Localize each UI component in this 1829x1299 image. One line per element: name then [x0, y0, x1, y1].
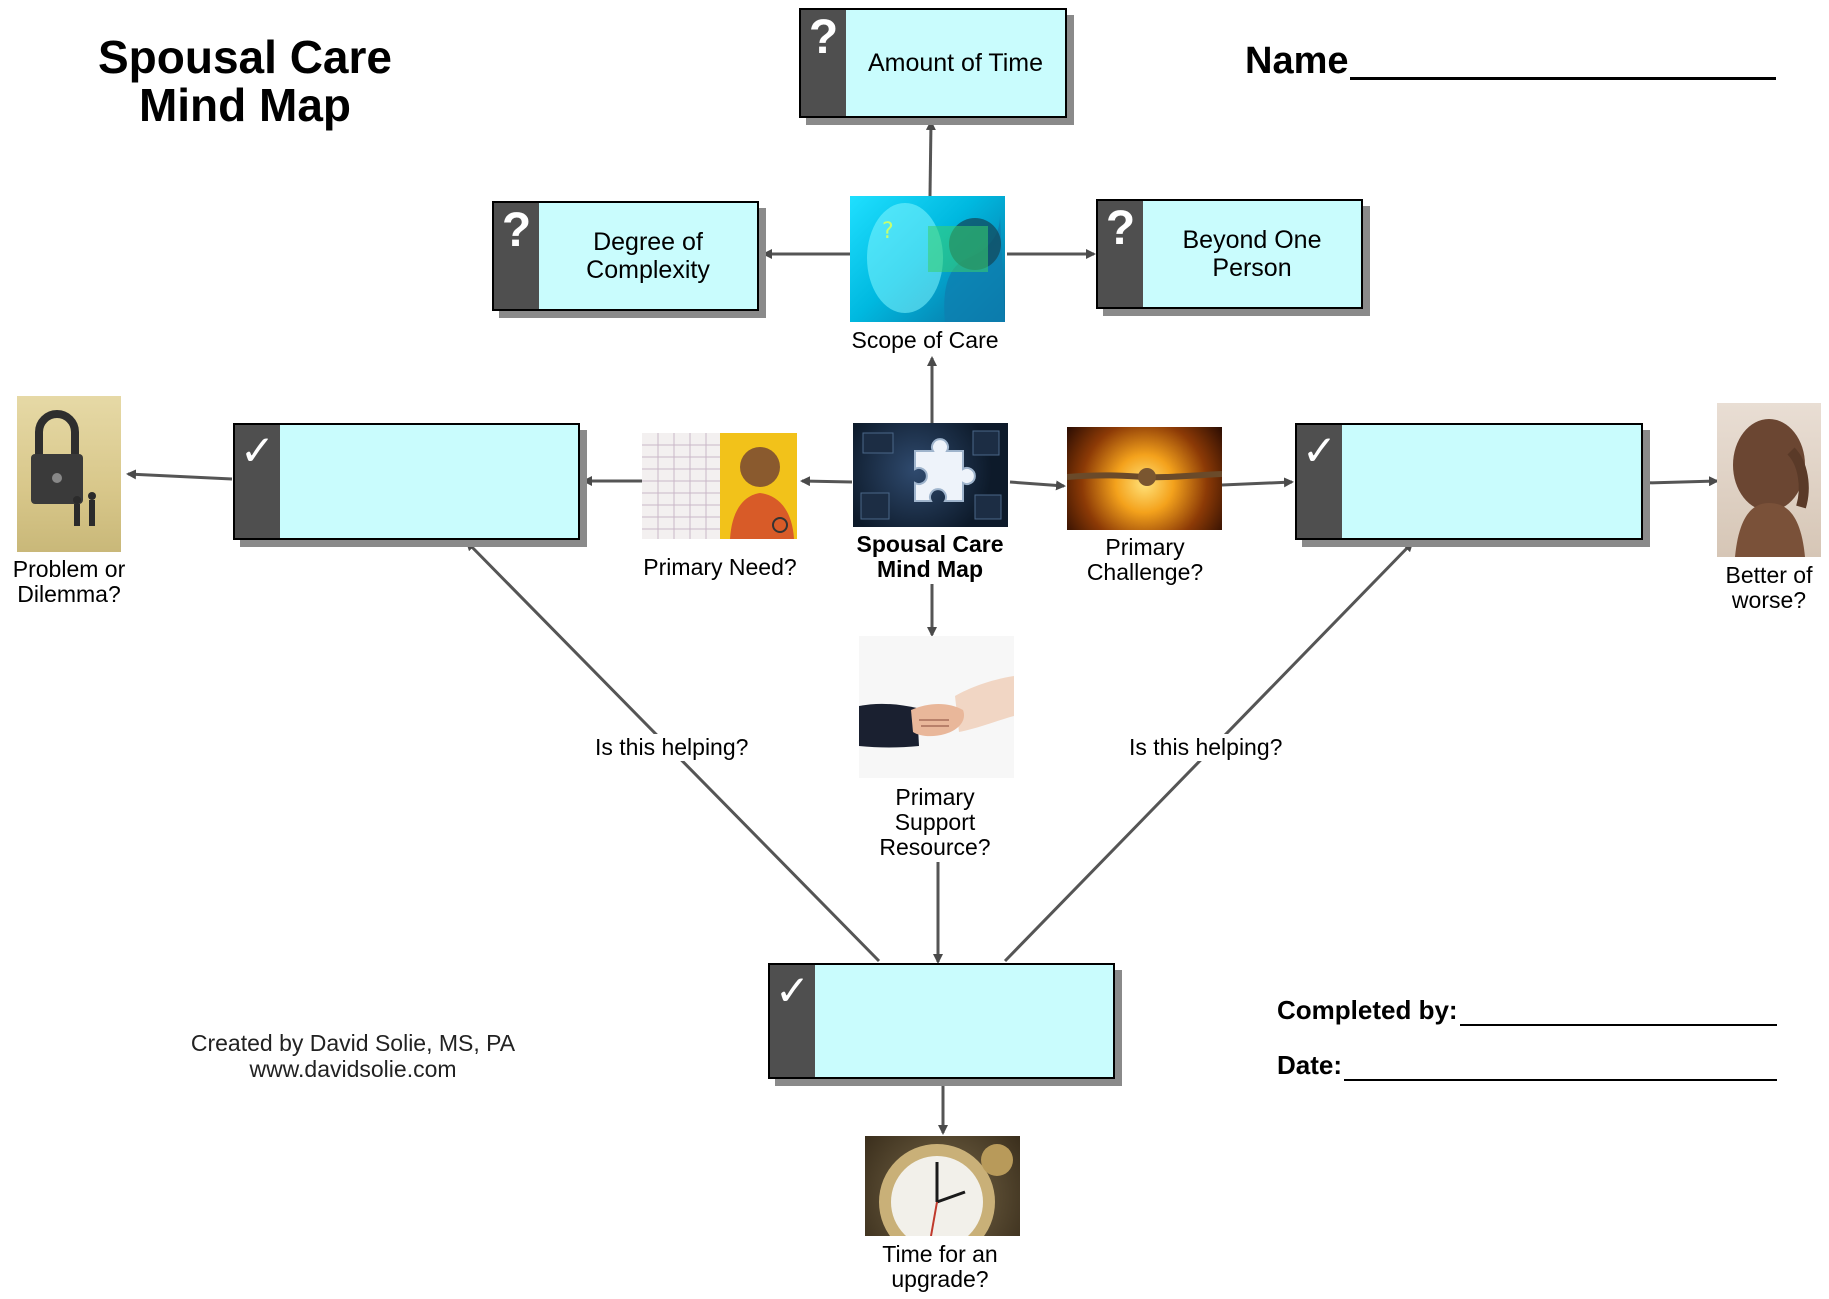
scope-of-care-image: ? [850, 196, 1005, 322]
caption-problem-line2: Dilemma? [17, 581, 121, 607]
node-upgrade-box[interactable]: ✓ [768, 963, 1115, 1079]
checkmark-icon: ✓ [239, 427, 276, 474]
problem-dilemma-image [17, 396, 121, 552]
node-beyond-line1: Beyond One [1182, 226, 1322, 254]
primary-need-image [642, 433, 797, 539]
caption-primary-need: Primary Need? [643, 554, 797, 580]
caption-better-worse-line1: Better of [1725, 562, 1813, 588]
caption-better-worse: Better of worse? [1700, 563, 1829, 613]
node-complexity-line2: Complexity [586, 256, 710, 284]
caption-center-line2: Mind Map [876, 556, 984, 582]
author-credit: Created by David Solie, MS, PA www.david… [143, 1030, 563, 1082]
svg-text:?: ? [882, 219, 894, 244]
caption-problem-line1: Problem or [12, 556, 126, 582]
node-complexity-line1: Degree of [593, 228, 703, 256]
checkmark-icon: ✓ [1301, 427, 1338, 474]
checkmark-icon: ✓ [774, 967, 811, 1014]
caption-better-worse-line2: worse? [1731, 587, 1807, 613]
arrow-center-to-need [800, 476, 853, 487]
node-beyond-line2: Person [1212, 254, 1292, 282]
page-title: Spousal Care Mind Map [35, 33, 455, 129]
name-input-line[interactable] [1350, 77, 1776, 80]
node-problem-box-input[interactable] [280, 425, 578, 538]
date-label: Date: [1277, 1050, 1343, 1080]
node-degree-of-complexity[interactable]: ? Degree of Complexity [492, 201, 759, 311]
primary-challenge-image [1067, 427, 1222, 530]
arrow-center-to-challenge [1009, 480, 1066, 491]
caption-support-line2: Support [894, 809, 976, 835]
arrow-scope-to-time [925, 120, 936, 197]
check-side-bar: ✓ [1297, 425, 1342, 538]
time-for-upgrade-image [865, 1136, 1020, 1236]
date-line[interactable] [1344, 1055, 1777, 1081]
author-credit-url: www.davidsolie.com [249, 1056, 457, 1082]
completed-by-label: Completed by: [1277, 995, 1458, 1025]
caption-center: Spousal Care Mind Map [830, 532, 1030, 582]
arrow-challenge-to-box [1221, 477, 1294, 488]
question-side-bar: ? [1098, 201, 1143, 307]
arrow-box-to-worse [1644, 476, 1719, 487]
caption-center-line1: Spousal Care [856, 531, 1004, 557]
caption-challenge-line2: Challenge? [1086, 559, 1204, 585]
caption-support: Primary Support Resource? [860, 785, 1010, 860]
page-title-line1: Spousal Care [98, 31, 392, 83]
arrow-box-to-problem [126, 469, 233, 481]
caption-scope-of-care: Scope of Care [851, 327, 999, 353]
node-challenge-box-input[interactable] [1342, 425, 1641, 538]
name-label: Name [1245, 40, 1349, 82]
page-title-line2: Mind Map [138, 79, 352, 131]
node-upgrade-box-input[interactable] [815, 965, 1113, 1077]
question-mark-icon: ? [501, 204, 532, 257]
caption-support-line1: Primary [895, 784, 975, 810]
author-credit-line1: Created by David Solie, MS, PA [190, 1030, 516, 1056]
completed-by-field[interactable]: Completed by: [1277, 995, 1777, 1026]
caption-challenge-line1: Primary [1105, 534, 1185, 560]
node-amount-of-time-label: Amount of Time [867, 49, 1044, 77]
edge-label-right: Is this helping? [1127, 734, 1285, 761]
better-or-worse-image [1717, 403, 1821, 557]
edge-label-left: Is this helping? [593, 734, 751, 761]
caption-upgrade-line2: upgrade? [891, 1266, 989, 1292]
check-side-bar: ✓ [235, 425, 280, 538]
check-side-bar: ✓ [770, 965, 815, 1077]
caption-upgrade: Time for an upgrade? [860, 1242, 1020, 1292]
primary-support-image [859, 636, 1014, 778]
node-amount-of-time[interactable]: ? Amount of Time [799, 8, 1067, 118]
caption-upgrade-line1: Time for an [882, 1241, 998, 1267]
node-problem-box[interactable]: ✓ [233, 423, 580, 540]
question-side-bar: ? [494, 203, 539, 309]
caption-primary-challenge: Primary Challenge? [1045, 535, 1245, 585]
caption-support-line3: Resource? [879, 834, 991, 860]
center-puzzle-image [853, 423, 1008, 527]
question-side-bar: ? [801, 10, 846, 116]
question-mark-icon: ? [1105, 202, 1136, 255]
caption-problem: Problem or Dilemma? [0, 557, 138, 607]
date-field[interactable]: Date: [1277, 1050, 1777, 1081]
node-challenge-box[interactable]: ✓ [1295, 423, 1643, 540]
completed-by-line[interactable] [1459, 1000, 1777, 1026]
node-beyond-one-person[interactable]: ? Beyond One Person [1096, 199, 1363, 309]
question-mark-icon: ? [808, 11, 839, 64]
